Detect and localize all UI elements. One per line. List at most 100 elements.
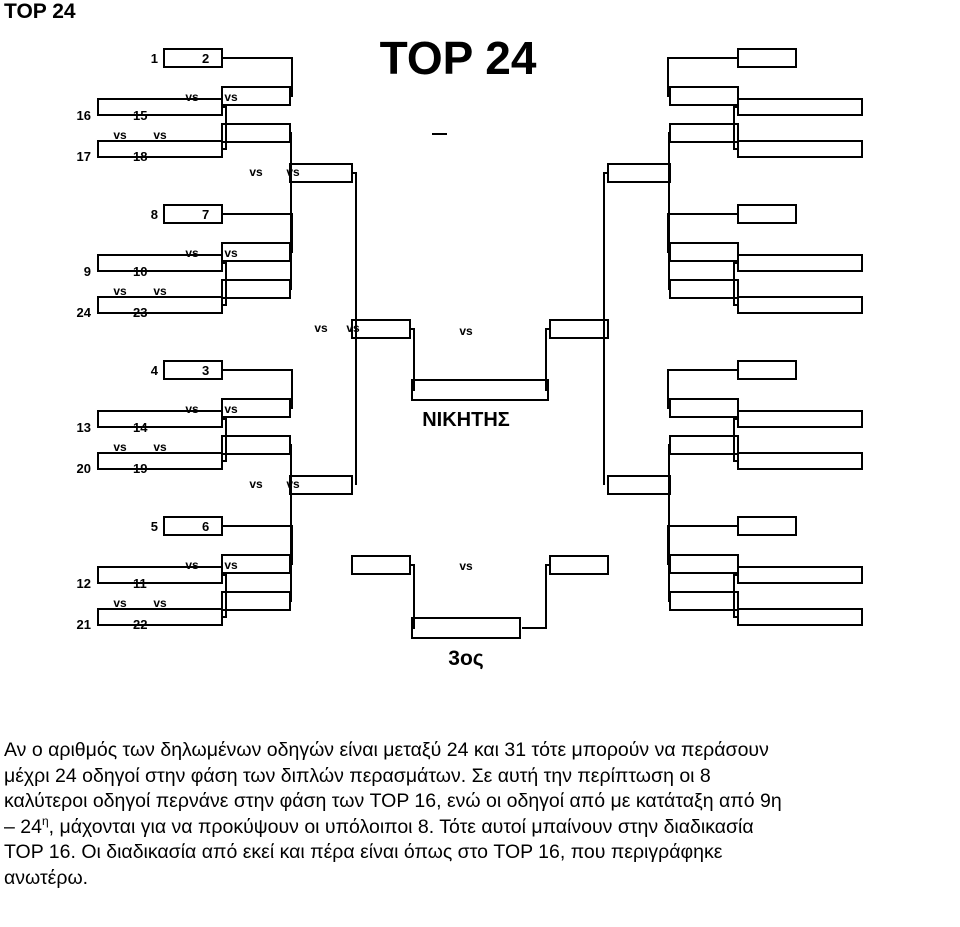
slot-box xyxy=(97,566,223,584)
vs-label: vs xyxy=(113,440,127,454)
vs-label: vs xyxy=(153,128,167,142)
slot-box xyxy=(737,410,863,428)
matchup-connector xyxy=(668,444,670,485)
seed-number: 22 xyxy=(133,617,147,632)
matchup-connector xyxy=(410,328,415,391)
matchup-connector xyxy=(668,132,670,173)
slot-box xyxy=(669,86,739,106)
third-place-label: 3ος xyxy=(448,647,484,670)
vs-label: vs xyxy=(459,324,473,338)
slot-box xyxy=(737,296,863,314)
slot-box xyxy=(221,591,291,611)
seed-number: 23 xyxy=(133,305,147,320)
description-paragraph: Αν ο αριθμός των δηλωμένων οδηγών είναι … xyxy=(4,738,958,891)
vs-label: vs xyxy=(224,246,238,260)
matchup-connector xyxy=(222,574,227,618)
slot-box xyxy=(737,566,863,584)
matchup-connector xyxy=(290,444,292,485)
matchup-connector xyxy=(410,564,415,629)
third-place-box xyxy=(411,617,521,639)
matchup-connector xyxy=(222,418,227,462)
vs-label: vs xyxy=(153,440,167,454)
matchup-connector xyxy=(668,173,670,290)
winner-label: ΝΙΚΗΤΗΣ xyxy=(422,409,510,431)
vs-label: vs xyxy=(185,90,199,104)
matchup-connector xyxy=(668,485,670,602)
slot-box xyxy=(97,410,223,428)
seed-number: 2 xyxy=(202,51,209,66)
vs-label: vs xyxy=(185,246,199,260)
slot-box xyxy=(607,475,671,495)
description-line: μέχρι 24 οδηγοί στην φάση των διπλών περ… xyxy=(4,764,711,787)
description-line: – 24η, μάχονται για να προκύψουν οι υπόλ… xyxy=(4,815,958,841)
vs-label: vs xyxy=(113,596,127,610)
vs-label: vs xyxy=(459,559,473,573)
slot-box xyxy=(97,98,223,116)
vs-label: vs xyxy=(224,90,238,104)
rank-range-rest: , μάχονται για να προκύψουν οι υπόλοιποι… xyxy=(48,815,754,838)
slot-box xyxy=(737,140,863,158)
vs-label: vs xyxy=(185,402,199,416)
seed-number: 5 xyxy=(151,519,158,534)
matchup-connector xyxy=(667,57,738,97)
slot-box xyxy=(221,123,291,143)
description-line: καλύτεροι οδηγοί περνάνε στην φάση των T… xyxy=(4,790,782,812)
slot-box xyxy=(669,398,739,418)
seed-number: 8 xyxy=(151,207,158,222)
matchup-connector xyxy=(545,328,550,391)
slot-box xyxy=(737,254,863,272)
slot-box xyxy=(607,475,671,495)
slot-box xyxy=(737,204,797,224)
seed-number: 15 xyxy=(133,108,147,123)
seed-number: 4 xyxy=(151,363,159,378)
slot-box xyxy=(737,608,863,626)
vs-label: vs xyxy=(346,321,360,335)
seed-number: 1 xyxy=(151,51,158,66)
seed-number: 18 xyxy=(133,149,147,164)
seed-number: 24 xyxy=(77,305,92,320)
matchup-connector xyxy=(222,262,227,306)
description-line: TOP 16. Οι διαδικασία από εκεί και πέρα … xyxy=(4,841,723,863)
slot-box xyxy=(737,516,797,536)
matchup-connector xyxy=(667,213,738,253)
slot-box xyxy=(607,163,671,183)
slot-box xyxy=(737,452,863,470)
seed-number: 3 xyxy=(202,363,209,378)
matchup-connector xyxy=(667,369,738,409)
matchup-connector xyxy=(733,574,738,618)
slot-box xyxy=(163,516,223,536)
matchup-connector xyxy=(290,132,292,173)
seed-number: 10 xyxy=(133,264,147,279)
vs-label: vs xyxy=(286,477,300,491)
seed-number: 7 xyxy=(202,207,209,222)
seed-number: 9 xyxy=(84,264,91,279)
description-line: ανωτέρω. xyxy=(4,866,89,889)
matchup-connector xyxy=(290,173,292,290)
slot-box xyxy=(669,242,739,262)
slot-box xyxy=(97,296,223,314)
vs-label: vs xyxy=(224,558,238,572)
slot-box xyxy=(351,555,411,575)
slot-box xyxy=(97,254,223,272)
vs-label: vs xyxy=(249,165,263,179)
matchup-connector xyxy=(222,57,293,97)
vs-label: vs xyxy=(249,477,263,491)
seed-number: 17 xyxy=(77,149,91,164)
seed-number: 21 xyxy=(77,617,91,632)
matchup-connector xyxy=(222,369,293,409)
matchup-connector xyxy=(522,564,550,629)
ordinal-suffix: η xyxy=(41,813,49,828)
slot-box xyxy=(221,279,291,299)
vs-label: vs xyxy=(113,128,127,142)
seed-number: 14 xyxy=(133,420,148,435)
slot-box xyxy=(737,360,797,380)
description-line: Αν ο αριθμός των δηλωμένων οδηγών είναι … xyxy=(4,739,769,761)
matchup-connector xyxy=(222,106,227,150)
bracket-title: TOP 24 xyxy=(380,32,537,84)
vs-label: vs xyxy=(153,596,167,610)
vs-label: vs xyxy=(113,284,127,298)
slot-box xyxy=(163,204,223,224)
matchup-connector xyxy=(290,485,292,602)
slot-box xyxy=(221,435,291,455)
vs-label: vs xyxy=(224,402,238,416)
